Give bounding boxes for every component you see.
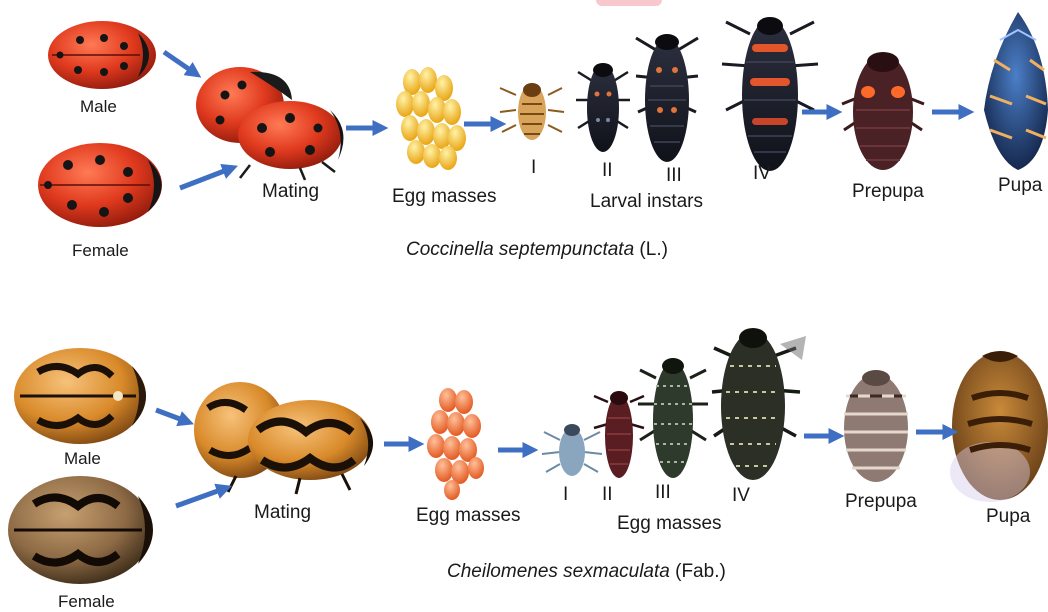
row2-instar-3-label: III xyxy=(655,482,671,504)
row2-arrow-female-to-mating xyxy=(176,488,226,506)
row1-male-beetle-image xyxy=(48,21,156,89)
row1-male-label: Male xyxy=(80,97,117,117)
row1-egg-masses-image xyxy=(396,67,466,170)
row1-larva-instar-4-image xyxy=(722,17,818,171)
row2-female-label: Female xyxy=(58,592,115,612)
row2-larva-instar-1-image xyxy=(542,424,602,476)
row1-mating-image xyxy=(196,67,343,180)
row1-mating-label: Mating xyxy=(262,181,319,203)
row2-prepupa-label: Prepupa xyxy=(845,491,917,513)
row1-arrow-male-to-mating xyxy=(164,52,196,74)
row2-instar-2-label: II xyxy=(602,484,613,506)
row2-species-caption: Cheilomenes sexmaculata (Fab.) xyxy=(447,561,726,583)
row1-larva-instar-1-image xyxy=(500,83,564,140)
row2-species-name: Cheilomenes sexmaculata xyxy=(447,561,670,582)
row2-egg-masses-label: Egg masses xyxy=(416,505,521,527)
row2-egg-masses-image xyxy=(427,388,484,500)
row1-female-beetle-image xyxy=(38,143,162,227)
row1-instar-2-label: II xyxy=(602,160,613,182)
row1-larva-instar-3-image xyxy=(636,34,698,162)
row2-mating-image xyxy=(194,382,373,494)
row1-egg-masses-label: Egg masses xyxy=(392,186,497,208)
row2-female-beetle-image xyxy=(8,476,153,584)
row2-prepupa-image xyxy=(844,370,908,482)
row1-female-label: Female xyxy=(72,241,129,261)
row2-larva-instar-3-image xyxy=(638,358,708,478)
row1-species-name: Coccinella septempunctata xyxy=(406,239,634,260)
row1-instar-1-label: I xyxy=(531,157,536,179)
row1-prepupa-image xyxy=(842,52,924,170)
row1-species-caption: Coccinella septempunctata (L.) xyxy=(406,239,668,261)
row2-larva-instar-2-image xyxy=(594,391,644,478)
row1-prepupa-label: Prepupa xyxy=(852,181,924,203)
row2-instar-1-label: I xyxy=(563,484,568,506)
row2-pupa-label: Pupa xyxy=(986,506,1030,528)
row2-pupa-image xyxy=(950,351,1048,502)
row2-male-label: Male xyxy=(64,449,101,469)
row2-larva-instar-4-image xyxy=(712,328,806,480)
row1-larval-instars-label: Larval instars xyxy=(590,191,703,213)
row2-species-author: (Fab.) xyxy=(675,561,726,582)
row1-pupa-label: Pupa xyxy=(998,175,1042,197)
row1-instar-3-label: III xyxy=(666,165,682,187)
row2-arrow-male-to-mating xyxy=(156,410,188,422)
row2-larval-group-label: Egg masses xyxy=(617,513,722,535)
row2-male-beetle-image xyxy=(14,348,146,444)
row1-larva-instar-2-image xyxy=(576,63,630,152)
row1-instar-4-label: IV xyxy=(753,163,771,185)
row1-species-author: (L.) xyxy=(639,239,668,260)
row1-arrow-female-to-mating xyxy=(180,168,232,188)
row2-instar-4-label: IV xyxy=(732,485,750,507)
row1-pupa-image xyxy=(984,12,1048,170)
row2-mating-label: Mating xyxy=(254,502,311,524)
